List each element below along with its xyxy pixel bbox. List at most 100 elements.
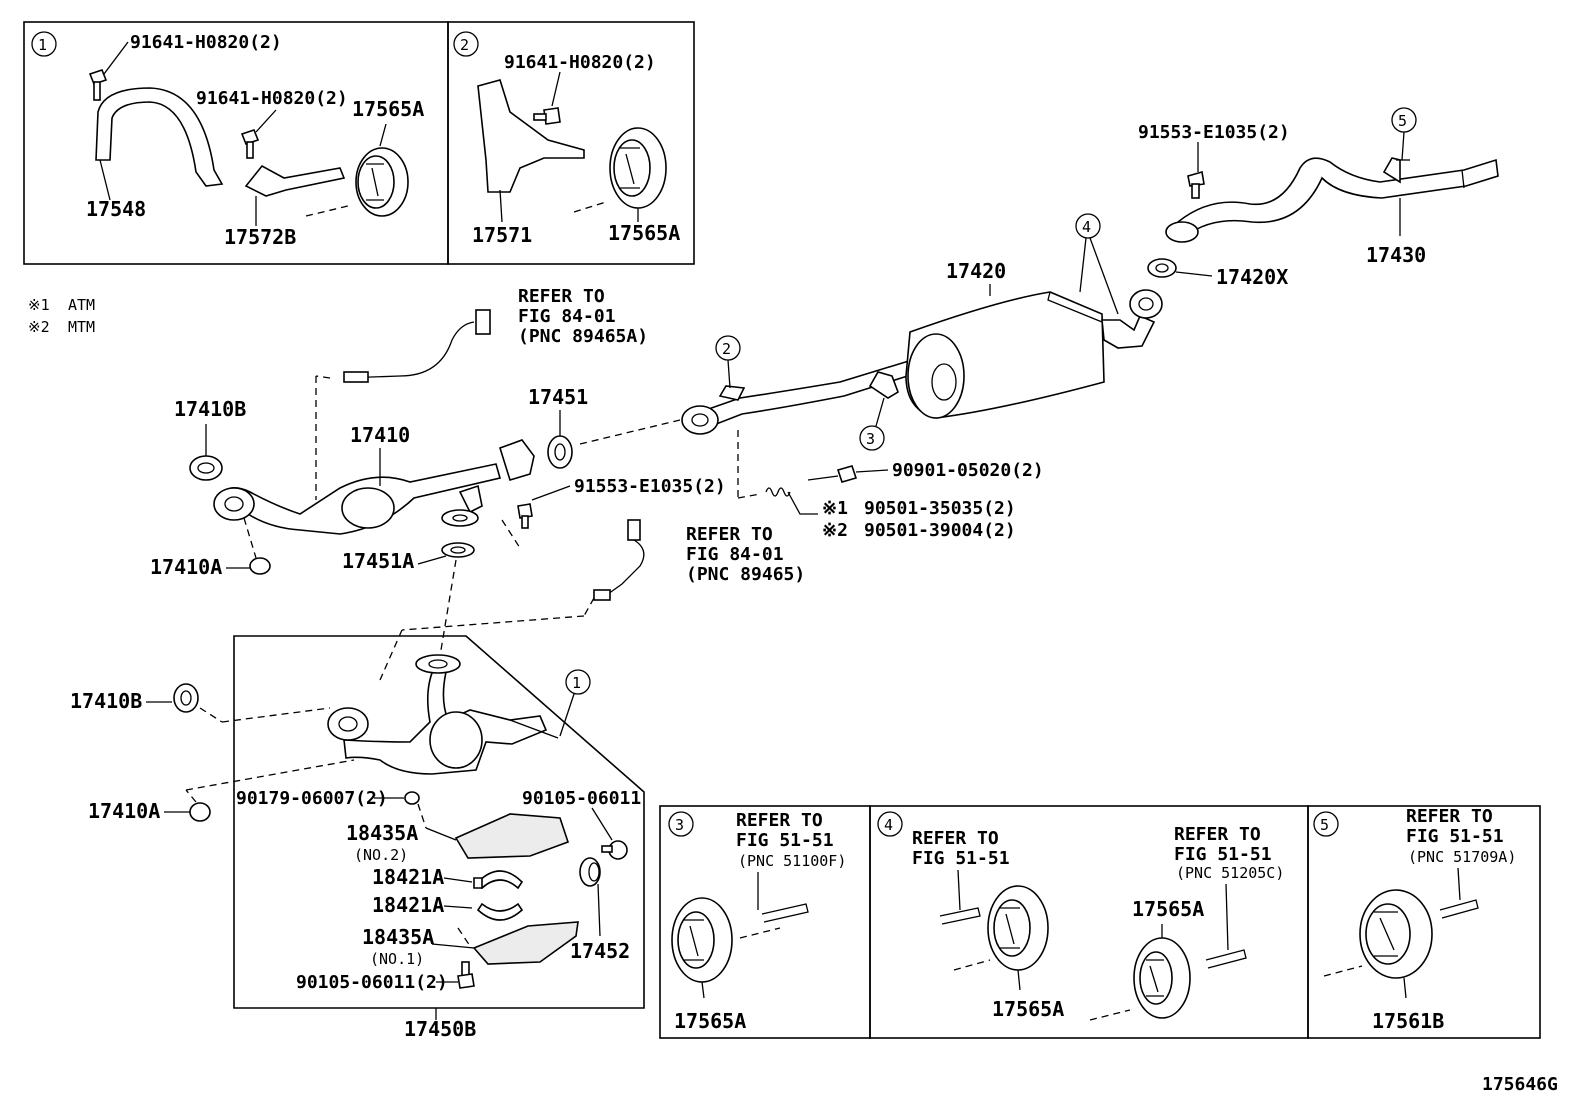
panel-3-marker: 3: [675, 816, 684, 834]
detail-panel-3: 3 REFER TO FIG 51-51 (PNC 51100F) 17565A: [659, 805, 871, 1039]
label-17548[interactable]: 17548: [86, 197, 146, 221]
gasket-17451: 17451: [528, 385, 681, 469]
note-1-text: ATM: [68, 296, 95, 314]
label-90501-35035[interactable]: 90501-35035(2): [864, 498, 1016, 519]
label-17565A-p4b[interactable]: 17565A: [1132, 897, 1204, 921]
note-2-text: MTM: [68, 318, 95, 336]
rubber-insulator-17565A: [671, 897, 733, 983]
panel-5-refer-3[interactable]: (PNC 51709A): [1408, 848, 1516, 866]
label-17451[interactable]: 17451: [528, 385, 588, 409]
label-17420[interactable]: 17420: [946, 259, 1006, 283]
panel-4-refer-b-3[interactable]: (PNC 51205C): [1176, 864, 1284, 882]
label-91641-bolt-b[interactable]: 91641-H0820(2): [196, 88, 348, 109]
bolt-icon: [240, 129, 260, 159]
label-17571[interactable]: 17571: [472, 223, 532, 247]
panel-5-refer-2[interactable]: FIG 51-51: [1406, 826, 1504, 847]
refer-top-line-1[interactable]: REFER TO: [518, 286, 605, 307]
label-18435A-no1[interactable]: 18435A: [362, 925, 434, 949]
label-17410A-top[interactable]: 17410A: [150, 555, 222, 579]
callout-1: 1: [572, 674, 581, 692]
label-90105-a[interactable]: 90105-06011: [522, 788, 641, 809]
panel-3-refer-2[interactable]: FIG 51-51: [736, 830, 834, 851]
callout-3: 3: [866, 430, 875, 448]
panel-1-marker: 1: [38, 36, 47, 54]
callout-2: 2: [722, 340, 731, 358]
tail-pipe-assembly: 5 17430 91553-E1035(2) 17420X: [1138, 107, 1499, 289]
label-90901[interactable]: 90901-05020(2): [892, 460, 1044, 481]
label-17561B[interactable]: 17561B: [1372, 1009, 1444, 1033]
label-91641-bolt-a[interactable]: 91641-H0820(2): [130, 32, 282, 53]
label-17451A[interactable]: 17451A: [342, 549, 414, 573]
label-17572B[interactable]: 17572B: [224, 225, 296, 249]
label-18435A-no2[interactable]: 18435A: [346, 821, 418, 845]
panel-4-refer-b-1[interactable]: REFER TO: [1174, 824, 1261, 845]
spring-2-mark: ※2: [822, 520, 848, 541]
label-no2: (NO.2): [354, 846, 408, 864]
label-18421A-2[interactable]: 18421A: [372, 893, 444, 917]
label-17450B[interactable]: 17450B: [404, 1017, 476, 1041]
label-17565A-p2[interactable]: 17565A: [608, 221, 680, 245]
label-17410A-low[interactable]: 17410A: [88, 799, 160, 823]
panel-4-marker: 4: [884, 816, 893, 834]
refer-mid-line-2[interactable]: FIG 84-01: [686, 544, 784, 565]
label-91641-bolt-p2[interactable]: 91641-H0820(2): [504, 52, 656, 73]
rubber-insulator-17565A: [987, 885, 1049, 971]
bolt-icon: [533, 107, 561, 125]
clamp-18421A-lower: [476, 902, 524, 921]
clamp-18421A-upper: [476, 870, 524, 890]
panel-5-refer-1[interactable]: REFER TO: [1406, 806, 1493, 827]
label-17430[interactable]: 17430: [1366, 243, 1426, 267]
panel-4-refer-a-2[interactable]: FIG 51-51: [912, 848, 1010, 869]
label-17410[interactable]: 17410: [350, 423, 410, 447]
label-90501-39004[interactable]: 90501-39004(2): [864, 520, 1016, 541]
refer-mid-line-1[interactable]: REFER TO: [686, 524, 773, 545]
label-17452[interactable]: 17452: [570, 939, 630, 963]
bolt-icon: [1187, 170, 1205, 199]
rubber-insulator-17565A: [355, 147, 409, 217]
heat-shield-18435A-no1: [472, 921, 579, 965]
panel-5-marker: 5: [1320, 816, 1329, 834]
label-17410B-top[interactable]: 17410B: [174, 397, 246, 421]
note-1-mark: ※1: [28, 296, 50, 314]
panel-4-refer-b-2[interactable]: FIG 51-51: [1174, 844, 1272, 865]
flange-bolt-90901: 90901-05020(2) ※1 90501-35035(2) ※2 9050…: [737, 430, 1044, 541]
detail-panel-5: 5 REFER TO FIG 51-51 (PNC 51709A) 17561B: [1307, 805, 1541, 1039]
bolt-icon: [601, 840, 628, 860]
panel-2-marker: 2: [460, 36, 469, 54]
panel-3-refer-1[interactable]: REFER TO: [736, 810, 823, 831]
exhaust-bracket-17548: [95, 87, 224, 187]
bolt-icon: [457, 961, 475, 989]
label-17565A-p4a[interactable]: 17565A: [992, 997, 1064, 1021]
label-18421A-1[interactable]: 18421A: [372, 865, 444, 889]
refer-top-line-2[interactable]: FIG 84-01: [518, 306, 616, 327]
figure-id: 175646G: [1482, 1074, 1558, 1095]
refer-top-line-3[interactable]: (PNC 89465A): [518, 326, 648, 347]
label-91553-top[interactable]: 91553-E1035(2): [1138, 122, 1290, 143]
label-17410B-low[interactable]: 17410B: [70, 689, 142, 713]
panel-3-refer-3[interactable]: (PNC 51100F): [738, 852, 846, 870]
note-2-mark: ※2: [28, 318, 50, 336]
rubber-insulator-17565A: [609, 127, 667, 209]
label-17565A-p1[interactable]: 17565A: [352, 97, 424, 121]
refer-mid-line-3[interactable]: (PNC 89465): [686, 564, 805, 585]
callout-5: 5: [1398, 112, 1407, 130]
bolt-icon: [88, 69, 108, 101]
label-90179[interactable]: 90179-06007(2): [236, 788, 388, 809]
panel-4-refer-a-1[interactable]: REFER TO: [912, 828, 999, 849]
label-17420X[interactable]: 17420X: [1216, 265, 1288, 289]
rubber-insulator-17561B: [1359, 889, 1433, 979]
detail-panel-4: 4 REFER TO FIG 51-51 17565A REFER TO FIG…: [869, 805, 1309, 1039]
exhaust-bracket-17571: [477, 79, 585, 193]
detail-panel-1: 1 91641-H0820(2) 17548 91641-H0820(2) 17…: [23, 21, 449, 265]
spring-1-mark: ※1: [822, 498, 848, 519]
detail-panel-2: 2 91641-H0820(2) 17571 17565A: [447, 21, 695, 265]
label-90105-b[interactable]: 90105-06011(2): [296, 972, 448, 993]
label-no1: (NO.1): [370, 950, 424, 968]
clamp-17452: [579, 857, 601, 887]
label-17565A-p3[interactable]: 17565A: [674, 1009, 746, 1033]
muffler-assembly: 4 17420 2 3: [681, 213, 1163, 451]
callout-4: 4: [1082, 218, 1091, 236]
support-rod-17572B: [244, 164, 346, 197]
label-91553-mid[interactable]: 91553-E1035(2): [574, 476, 726, 497]
